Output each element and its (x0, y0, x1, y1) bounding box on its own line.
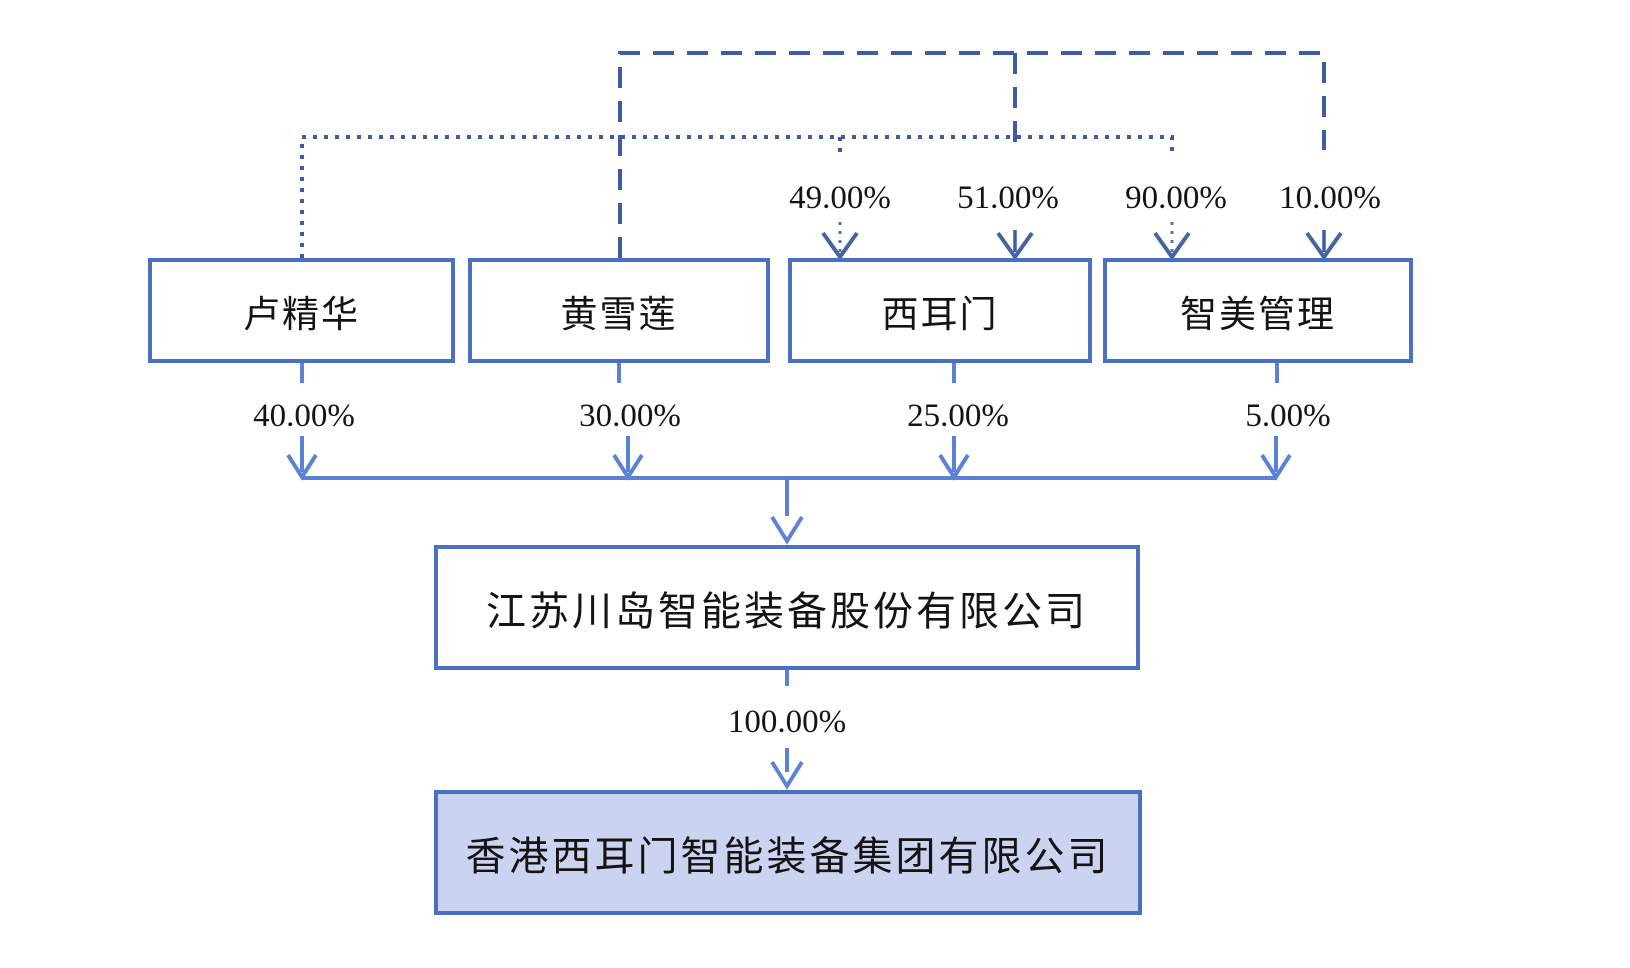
ownership-arrows (286, 436, 1292, 481)
pct-label-90: 90.00% (1125, 180, 1227, 216)
subsidiary-arrow (770, 670, 804, 790)
dashed-connector-line (618, 51, 1326, 258)
pct-label-40: 40.00% (253, 398, 355, 434)
shareholder-box-huang-xuelian: 黄雪莲 (468, 258, 770, 363)
shareholder-box-stubs (300, 363, 1279, 383)
pct-label-51: 51.00% (957, 180, 1059, 216)
pct-label-10: 10.00% (1279, 180, 1381, 216)
pct-label-5: 5.00% (1245, 398, 1331, 434)
dashed-arrow-stems (1013, 230, 1326, 252)
pct-label-25: 25.00% (907, 398, 1009, 434)
dotted-connector-line (300, 135, 1174, 258)
pct-label-49: 49.00% (789, 180, 891, 216)
shareholder-box-lu-jinghua: 卢精华 (148, 258, 455, 363)
bus-descender-arrow (770, 480, 804, 545)
shareholder-box-xiermen: 西耳门 (788, 258, 1092, 363)
shareholder-box-zhimei-guanli: 智美管理 (1103, 258, 1413, 363)
pct-label-30: 30.00% (579, 398, 681, 434)
subsidiary-company-box: 香港西耳门智能装备集团有限公司 (434, 790, 1142, 915)
pct-label-100: 100.00% (727, 704, 847, 740)
top-arrowheads (821, 231, 1343, 261)
intermediate-company-box: 江苏川岛智能装备股份有限公司 (434, 545, 1140, 670)
